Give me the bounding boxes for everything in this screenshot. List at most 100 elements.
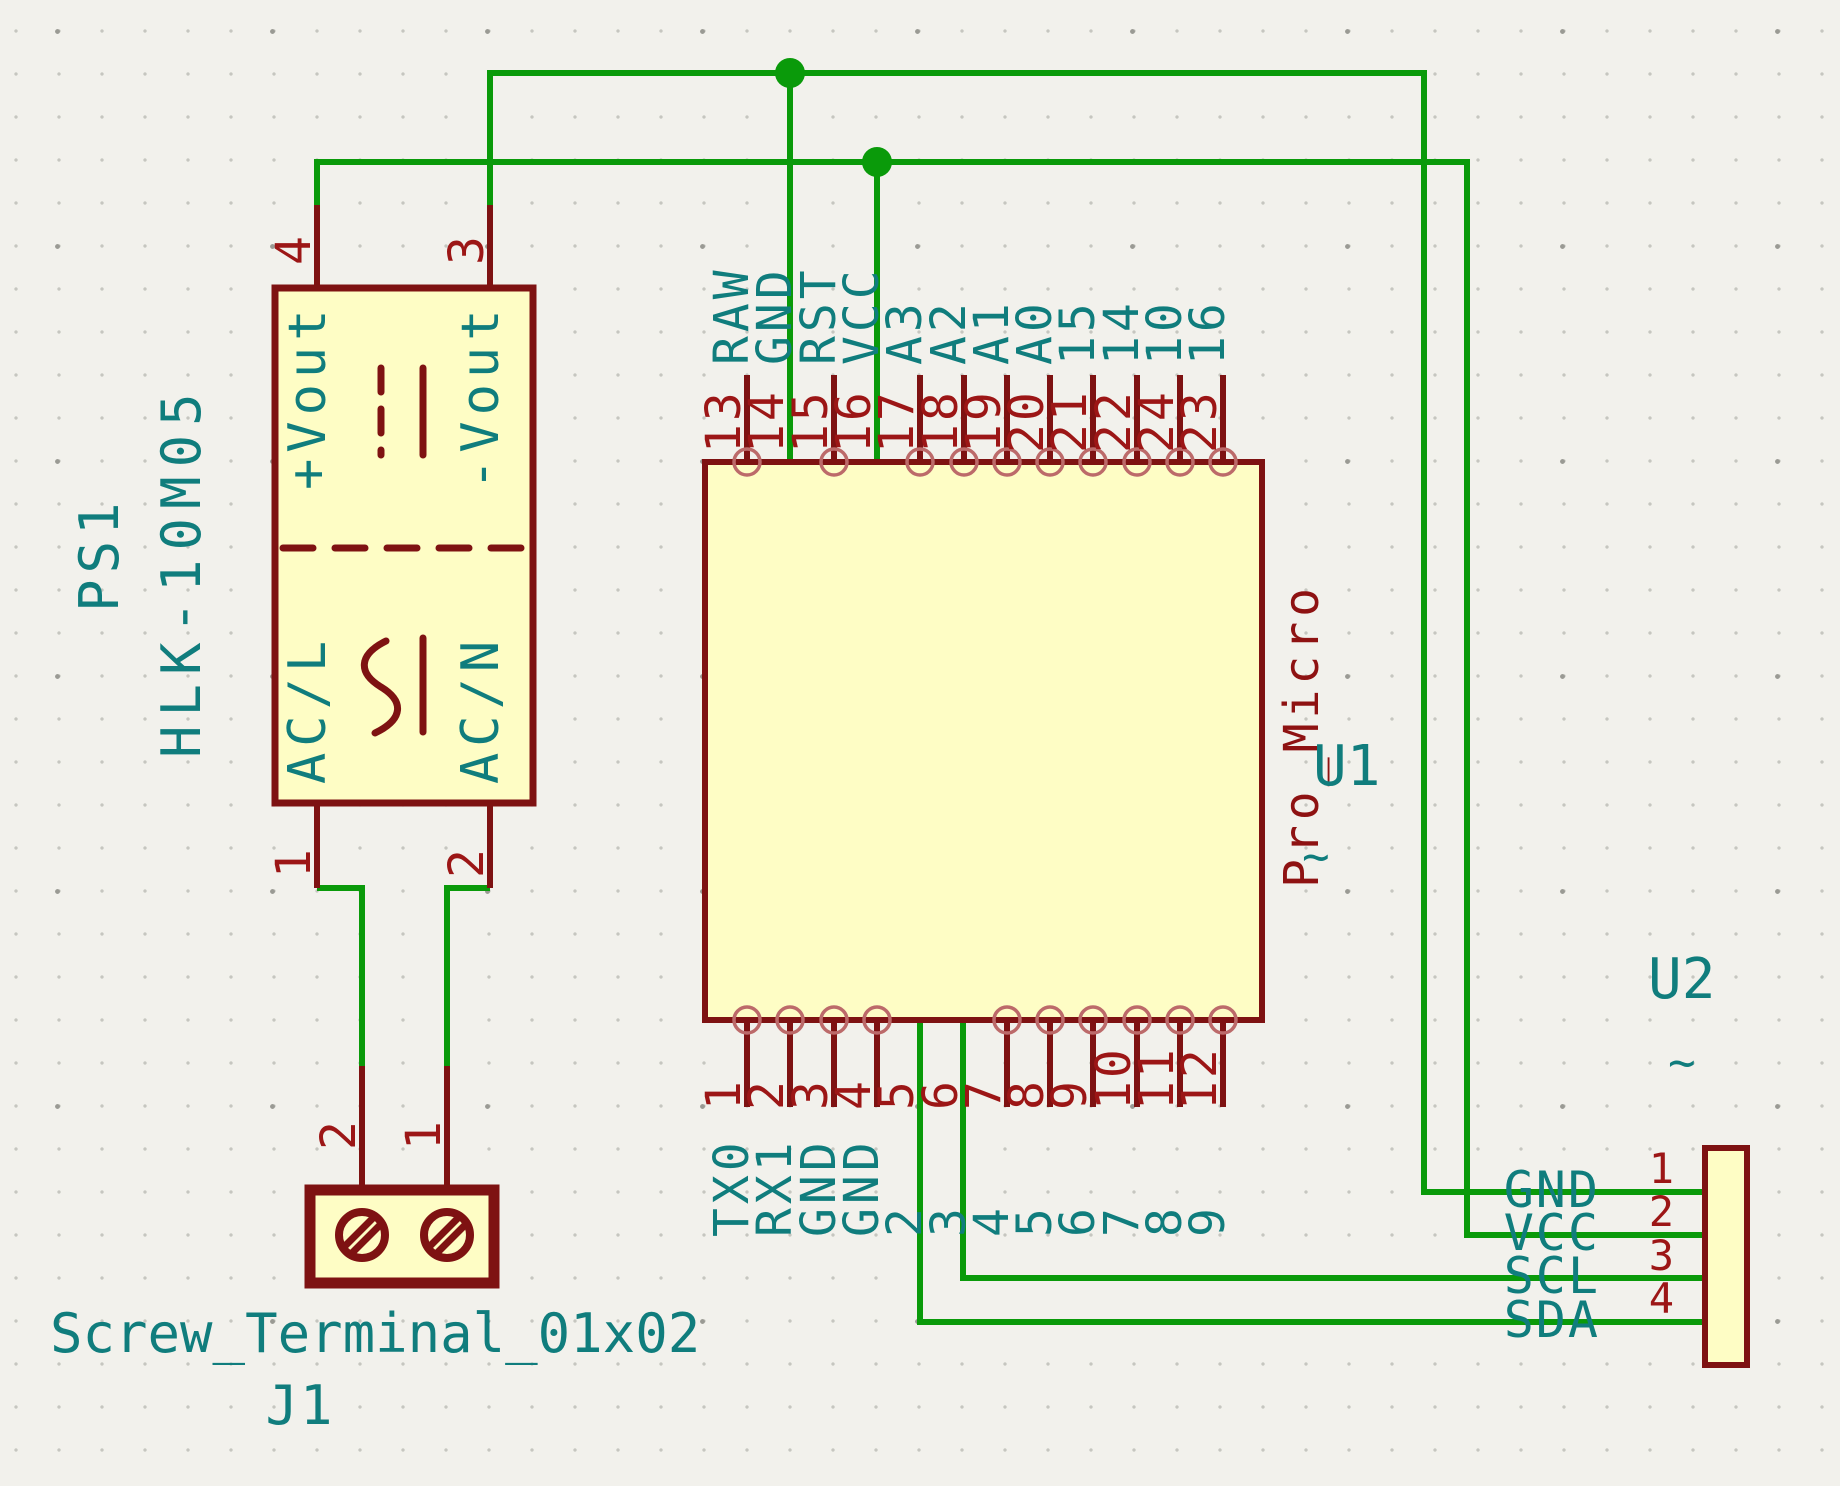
u1-unconnected-pin-circle bbox=[862, 1005, 892, 1035]
u1-unconnected-pin-circle bbox=[1122, 447, 1152, 477]
u1-bottom-pin-name: 7 bbox=[1094, 1204, 1150, 1237]
u1-top-pin-number: 15 bbox=[783, 389, 839, 453]
u1-bottom-pin-number: 3 bbox=[783, 1078, 839, 1110]
u1-bottom-pin-number: 11 bbox=[1129, 1046, 1185, 1110]
ps1-value[interactable]: HLK-10M05 bbox=[150, 384, 213, 758]
u1-top-pin-name: 10 bbox=[1137, 299, 1193, 365]
component-u1: 13RAW1TX014GND2RX115RST3GND16VCC4GND17A3… bbox=[696, 266, 1380, 1237]
wire-sda-net[interactable] bbox=[917, 1020, 1705, 1325]
u1-bottom-pin-number: 7 bbox=[956, 1078, 1012, 1110]
u1-top-pin-number: 20 bbox=[999, 389, 1055, 453]
u1-bottom-pin-number: 6 bbox=[913, 1078, 969, 1110]
wire-ac-n[interactable] bbox=[444, 885, 490, 1066]
u2-pin2-number: 2 bbox=[1649, 1187, 1674, 1236]
u1-bottom-pin-number: 2 bbox=[739, 1078, 795, 1110]
ps1-pin2-number: 2 bbox=[439, 846, 495, 878]
u1-unconnected-pin-circle bbox=[1165, 1005, 1195, 1035]
u2-pin1-name: GND bbox=[1504, 1161, 1600, 1219]
ps1-label-ac-n: AC/N bbox=[451, 635, 511, 784]
wire-vcc-net[interactable] bbox=[314, 159, 1705, 1238]
ps1-pin3-number: 3 bbox=[439, 233, 495, 265]
u1-unconnected-pin-circle bbox=[819, 1005, 849, 1035]
u1-bottom-pin-number: 9 bbox=[1042, 1078, 1098, 1110]
u1-name[interactable]: Pro_Micro bbox=[1274, 583, 1330, 888]
screw-icon bbox=[420, 1208, 474, 1262]
u1-top-pin-name: VCC bbox=[834, 266, 890, 365]
ps1-pin4-number: 4 bbox=[266, 233, 322, 265]
u2-pin3-name: SCL bbox=[1504, 1247, 1600, 1305]
u1-top-pin-name: A2 bbox=[921, 299, 977, 365]
u1-top-pin-name: A1 bbox=[964, 299, 1020, 365]
u1-pins: 13RAW1TX014GND2RX115RST3GND16VCC4GND17A3… bbox=[696, 266, 1238, 1237]
u1-unconnected-pin-circle bbox=[992, 1005, 1022, 1035]
u1-bottom-pin-number: 1 bbox=[696, 1078, 752, 1110]
u2-reference[interactable]: U2 bbox=[1648, 947, 1715, 1012]
u1-bottom-pin-name: 8 bbox=[1137, 1204, 1193, 1237]
u1-bottom-pin-name: 5 bbox=[1007, 1204, 1063, 1237]
u1-bottom-pin-name: 9 bbox=[1180, 1204, 1236, 1237]
u2-pin1-number: 1 bbox=[1649, 1144, 1674, 1193]
u2-pin2-name: VCC bbox=[1504, 1204, 1600, 1262]
ps1-label-ac-l: AC/L bbox=[278, 635, 338, 784]
u1-unconnected-pin-circle bbox=[732, 1005, 762, 1035]
u1-top-pin-number: 19 bbox=[956, 389, 1012, 453]
ps1-reference[interactable]: PS1 bbox=[68, 496, 131, 612]
wire-gnd-net[interactable] bbox=[487, 70, 1705, 1195]
junction-dot-vcc bbox=[862, 147, 892, 177]
u1-reference[interactable]: U1 bbox=[1313, 734, 1380, 799]
u1-unconnected-pin-circle bbox=[1122, 1005, 1152, 1035]
ps1-label-vout-minus: -Vout bbox=[451, 303, 511, 490]
u1-unconnected-pin-circle bbox=[992, 447, 1022, 477]
wire-scl-net[interactable] bbox=[960, 1020, 1705, 1281]
u1-bottom-pin-name: RX1 bbox=[747, 1138, 803, 1237]
j1-reference[interactable]: J1 bbox=[265, 1374, 334, 1437]
u1-top-pin-name: RST bbox=[791, 266, 847, 365]
u1-unconnected-pin-circle bbox=[1078, 1005, 1108, 1035]
u1-top-pin-name: 14 bbox=[1094, 299, 1150, 365]
u1-bottom-pin-name: 4 bbox=[964, 1204, 1020, 1237]
ps1-ac-sine-icon bbox=[360, 637, 401, 737]
u2-pin4-name: SDA bbox=[1504, 1291, 1600, 1349]
u1-bottom-pin-number: 12 bbox=[1172, 1046, 1228, 1110]
ps1-label-vout-plus: +Vout bbox=[278, 303, 338, 490]
u1-bottom-pin-number: 4 bbox=[826, 1078, 882, 1110]
u2-pin3-number: 3 bbox=[1649, 1231, 1674, 1280]
u1-top-pin-number: 22 bbox=[1086, 389, 1142, 453]
u1-bottom-pin-name: 2 bbox=[877, 1204, 933, 1237]
component-j1: 2 1 Screw_Terminal_01x02 J1 bbox=[50, 1066, 700, 1437]
u1-unconnected-pin-circle bbox=[1165, 447, 1195, 477]
u1-unconnected-pin-circle bbox=[1035, 1005, 1065, 1035]
u1-bottom-pin-number: 10 bbox=[1086, 1046, 1142, 1110]
u1-body[interactable] bbox=[702, 459, 1265, 1023]
u1-top-pin-name: 15 bbox=[1050, 299, 1106, 365]
u1-top-pin-name: A0 bbox=[1007, 299, 1063, 365]
screw-icon bbox=[335, 1208, 389, 1262]
u1-top-pin-number: 21 bbox=[1042, 389, 1098, 453]
u1-bottom-pin-name: 3 bbox=[921, 1204, 977, 1237]
wires bbox=[314, 58, 1705, 1325]
u1-top-pin-number: 13 bbox=[696, 389, 752, 453]
u1-top-pin-number: 23 bbox=[1172, 389, 1228, 453]
u1-value[interactable]: ~ bbox=[1302, 829, 1330, 883]
u1-unconnected-pin-circle bbox=[732, 447, 762, 477]
u2-value[interactable]: ~ bbox=[1668, 1035, 1696, 1089]
u1-unconnected-pin-circle bbox=[1208, 1005, 1238, 1035]
u1-top-pin-number: 16 bbox=[826, 389, 882, 453]
u1-top-pin-name: RAW bbox=[704, 266, 760, 365]
j1-value[interactable]: Screw_Terminal_01x02 bbox=[50, 1302, 700, 1365]
j1-pin1-number: 1 bbox=[396, 1118, 452, 1150]
u1-unconnected-pin-circle bbox=[775, 1005, 805, 1035]
u1-bottom-pin-name: TX0 bbox=[704, 1138, 760, 1237]
u1-unconnected-pin-circle bbox=[949, 447, 979, 477]
u1-top-pin-name: GND bbox=[747, 266, 803, 365]
u1-unconnected-pin-circle bbox=[1078, 447, 1108, 477]
u1-bottom-pin-name: 6 bbox=[1050, 1204, 1106, 1237]
wire-ac-l[interactable] bbox=[317, 885, 365, 1066]
u2-body[interactable] bbox=[1702, 1145, 1750, 1368]
u1-top-pin-number: 18 bbox=[913, 389, 969, 453]
u2-pin4-number: 4 bbox=[1649, 1274, 1674, 1323]
u1-bottom-pin-number: 5 bbox=[869, 1078, 925, 1110]
u1-top-pin-number: 24 bbox=[1129, 389, 1185, 453]
u1-top-pin-number: 14 bbox=[739, 389, 795, 453]
